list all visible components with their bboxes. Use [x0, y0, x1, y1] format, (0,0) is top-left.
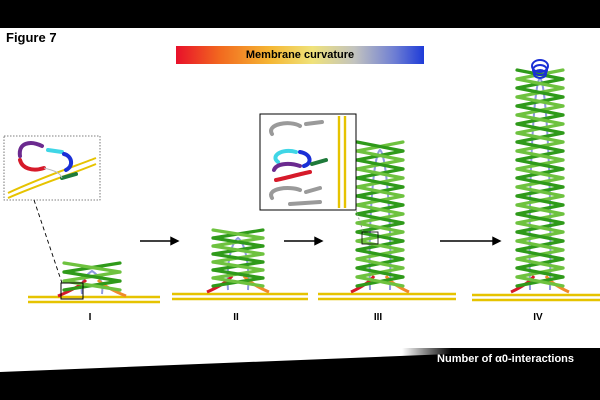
helix-rod [515, 257, 565, 270]
blue-tip-ring [533, 69, 547, 79]
helix-stack-stage-3 [350, 140, 410, 294]
tubulation-diagram [0, 59, 600, 372]
helix-rod [515, 158, 565, 171]
helix-rod [355, 167, 405, 180]
helix-rod [515, 95, 565, 108]
membrane-stage-3 [318, 292, 456, 301]
helix-rod [355, 239, 405, 252]
arrow-1-to-2 [140, 236, 180, 246]
inset-stage-1 [3, 135, 101, 300]
helix-rod [515, 194, 565, 207]
helix-rod [515, 266, 565, 279]
blue-tip-ring [531, 59, 549, 73]
helix-rod [211, 268, 265, 280]
helix-rod [355, 194, 405, 207]
inset-stage-3 [259, 113, 379, 245]
helix-rod [515, 275, 565, 288]
helix-rod [62, 261, 122, 274]
helix-rod [211, 228, 265, 240]
helix-rod [515, 77, 565, 90]
helix-rod [355, 158, 405, 171]
helix-rod [355, 212, 405, 225]
helix-rod [515, 248, 565, 261]
blue-tip-ring [532, 64, 548, 76]
helix-rod [515, 122, 565, 135]
stage-label-4: IV [533, 312, 543, 323]
helix-rod [515, 239, 565, 252]
helix-rod [515, 104, 565, 117]
helix-rod [515, 113, 565, 126]
membrane-curvature-colorbar: Membrane curvature [176, 46, 424, 64]
membrane-stage-1 [28, 295, 160, 304]
helix-rod [355, 176, 405, 189]
helix-stack-stage-4 [510, 59, 570, 294]
helix-stack-stage-2 [206, 228, 270, 294]
membrane-curvature-label: Membrane curvature [245, 49, 355, 61]
helix-rod [515, 230, 565, 243]
helix-rod [355, 149, 405, 162]
helix-rod [355, 140, 405, 153]
helix-rod [515, 203, 565, 216]
helix-rod [515, 176, 565, 189]
membrane-stage-4 [472, 293, 600, 302]
helix-rod [355, 266, 405, 279]
helix-rod [515, 221, 565, 234]
helix-rod [355, 230, 405, 243]
arrow-2-to-3 [284, 236, 324, 246]
helix-rod [355, 275, 405, 288]
helix-rod [355, 248, 405, 261]
helix-rod [211, 260, 265, 272]
helix-rod [515, 149, 565, 162]
helix-rod [211, 252, 265, 264]
helix-rod [211, 236, 265, 248]
alpha-interactions-label: Number of α0-interactions [437, 353, 574, 365]
helix-rod [515, 212, 565, 225]
helix-rod [211, 276, 265, 288]
stage-label-1: I [88, 312, 92, 323]
figure-panel: Figure 7 Membrane curvature [0, 28, 600, 372]
helix-rod [515, 185, 565, 198]
helix-rod [515, 140, 565, 153]
helix-rod [211, 244, 265, 256]
figure-title: Figure 7 [6, 30, 57, 45]
helix-stack-stage-1 [57, 261, 127, 298]
alpha-interactions-wedge [0, 348, 600, 372]
membrane-stage-2 [172, 292, 308, 301]
helix-rod [515, 86, 565, 99]
helix-rod [355, 221, 405, 234]
stage-label-2: II [233, 312, 239, 323]
arrow-3-to-4 [440, 236, 502, 246]
stage-label-3: III [373, 312, 383, 323]
helix-rod [62, 270, 122, 283]
helix-layer [57, 59, 570, 298]
helix-rod [515, 167, 565, 180]
helix-rod [355, 185, 405, 198]
helix-rod [355, 203, 405, 216]
helix-rod [355, 257, 405, 270]
helix-rod [515, 131, 565, 144]
